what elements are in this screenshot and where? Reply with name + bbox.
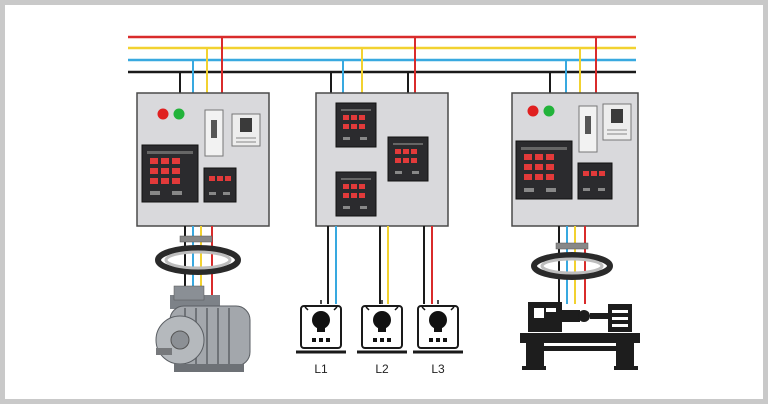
lamp-load-2	[357, 300, 407, 354]
lightbulb-icon	[421, 300, 455, 332]
lamp-label-2: L2	[375, 362, 389, 376]
panel-center	[315, 92, 449, 227]
busbars	[128, 35, 636, 74]
lightbulb-icon	[304, 300, 338, 332]
lamp-label-3: L3	[431, 362, 445, 376]
panel-right	[511, 92, 639, 227]
lamp-load-3	[413, 300, 463, 354]
indicator-lamp-green	[173, 108, 185, 120]
indicator-lamp-green	[543, 105, 555, 117]
power-meter-icon	[335, 171, 377, 217]
lamp-load-1	[296, 300, 346, 354]
power-meter-icon	[387, 136, 429, 182]
small-meter-icon	[577, 162, 613, 200]
indicator-lamp-red	[157, 108, 169, 120]
power-meter-icon	[515, 140, 573, 200]
lightbulb-icon	[365, 300, 399, 332]
panel-left	[136, 92, 270, 227]
power-meter-icon	[141, 144, 199, 203]
lamp-label-1: L1	[314, 362, 328, 376]
motor-icon	[155, 285, 251, 372]
current-transformer-icon	[531, 242, 613, 280]
lathe-machine-icon	[520, 302, 640, 370]
right-panel-feed	[549, 37, 597, 93]
circuit-breaker-icon	[204, 109, 261, 157]
center-panel-output	[327, 226, 433, 304]
power-meter-icon	[335, 102, 377, 148]
center-panel-feed	[330, 37, 416, 93]
right-panel-output	[558, 226, 586, 304]
small-meter-icon	[203, 167, 237, 203]
indicator-lamp-red	[527, 105, 539, 117]
current-transformer-icon	[155, 235, 241, 275]
left-panel-feed	[179, 37, 223, 93]
circuit-breaker-icon	[578, 103, 632, 153]
